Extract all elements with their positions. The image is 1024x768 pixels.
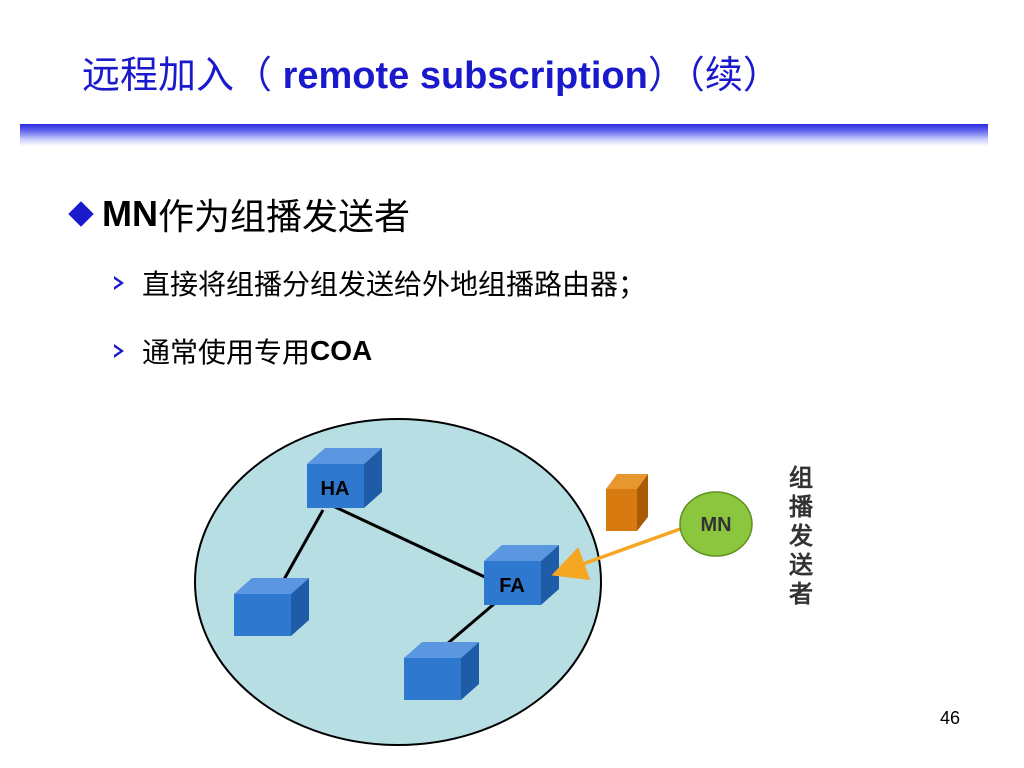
link-fa-router-bottom [446, 602, 495, 646]
router-ha-label: HA [321, 478, 350, 500]
sub-bullet-2-coa: COA [310, 335, 373, 366]
arrow-bullet-icon [114, 276, 124, 290]
title-tail: ）（续） [647, 53, 781, 97]
link-ha-router-left [280, 509, 325, 584]
title-english: remote subscription [272, 55, 648, 97]
link-ha-fa [332, 504, 488, 580]
main-bullet-text: 作为组播发送者 [158, 197, 411, 238]
sub-bullet-2-text: 通常使用专用 [142, 336, 311, 369]
router-fa: FA [484, 545, 559, 605]
mobile-node-label: MN [700, 514, 731, 536]
page-number: 46 [940, 708, 961, 728]
mobile-node: MN [679, 491, 753, 557]
sub-bullet-1-text: 直接将组播分组发送给外地组播路由器； [142, 268, 647, 301]
title-underline-bar [20, 124, 988, 146]
title-chinese: 远程加入（ [82, 53, 273, 97]
mn-to-fa-arrow [551, 526, 684, 580]
sub-bullet-1: 直接将组播分组发送给外地组播路由器； [114, 263, 646, 303]
foreign-network-ellipse [194, 418, 602, 746]
arrow-bullet-icon [114, 344, 124, 358]
router-left [234, 578, 309, 636]
main-bullet-prefix: MN [102, 193, 158, 234]
router-bottom [404, 642, 479, 700]
slide-title: 远程加入（ remote subscription）（续） [82, 44, 781, 99]
multicast-sender-label: 组播发送者 [789, 464, 813, 608]
router-fa-label: FA [499, 575, 525, 597]
router-ha: HA [307, 448, 382, 508]
multicast-packet-icon [606, 474, 648, 531]
